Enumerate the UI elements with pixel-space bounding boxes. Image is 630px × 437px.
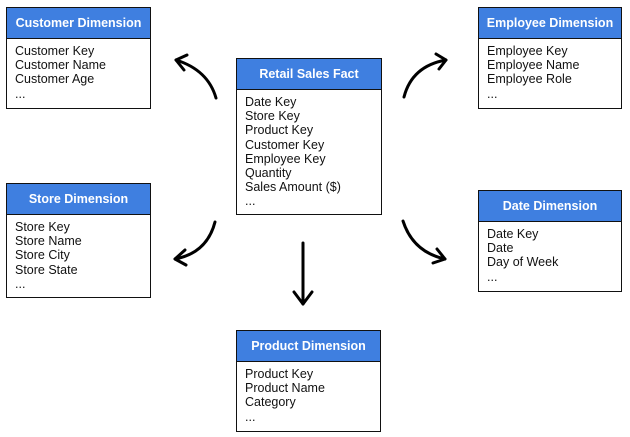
product-dimension-title: Product Dimension [237, 331, 380, 362]
store-field: Store State [15, 262, 78, 277]
product-field: ... [245, 409, 256, 424]
date-field: ... [487, 269, 498, 284]
date-field: Day of Week [487, 255, 559, 270]
product-dimension-table: Product Dimension Product Key Product Na… [236, 330, 381, 432]
arrow-to-employee [402, 52, 448, 99]
fact-field: Date Key [245, 95, 297, 109]
date-field: Date Key [487, 227, 539, 241]
store-field: Store Key [15, 220, 70, 234]
arrow-to-date [401, 219, 447, 265]
product-field: Product Key [245, 367, 314, 381]
retail-sales-fact-table: Retail Sales Fact Date Key Store Key Pro… [236, 58, 382, 215]
store-field: Store Name [15, 234, 82, 249]
employee-field: Employee Key [487, 44, 568, 58]
arrow-to-customer [174, 53, 218, 100]
arrow-to-store [173, 220, 217, 267]
employee-field: ... [487, 86, 498, 101]
fact-field: Store Key [245, 109, 300, 124]
store-field: ... [15, 276, 26, 291]
fact-field: Sales Amount ($) [245, 180, 341, 195]
customer-field: ... [15, 86, 26, 101]
store-field: Store City [15, 248, 70, 263]
retail-sales-fact-title: Retail Sales Fact [237, 59, 381, 90]
date-dimension-table: Date Dimension Date Key Date Day of Week… [478, 190, 622, 292]
fact-field: Employee Key [245, 151, 326, 166]
employee-field: Employee Name [487, 58, 580, 73]
employee-dimension-title: Employee Dimension [479, 8, 621, 39]
date-dimension-title: Date Dimension [479, 191, 621, 222]
fact-field: Product Key [245, 123, 314, 138]
store-dimension-table: Store Dimension Store Key Store Name Sto… [6, 183, 151, 298]
arrow-to-product [292, 241, 314, 306]
customer-field: Customer Name [15, 58, 106, 73]
employee-dimension-table: Employee Dimension Employee Key Employee… [478, 7, 622, 109]
fact-field: ... [245, 194, 256, 209]
store-dimension-title: Store Dimension [7, 184, 150, 215]
customer-field: Customer Age [15, 72, 95, 87]
date-field: Date [487, 241, 514, 256]
fact-field: Quantity [245, 166, 292, 181]
product-field: Product Name [245, 381, 325, 396]
employee-field: Employee Role [487, 72, 572, 87]
fact-field: Customer Key [245, 137, 325, 152]
product-field: Category [245, 395, 296, 410]
customer-dimension-table: Customer Dimension Customer Key Customer… [6, 7, 151, 109]
customer-field: Customer Key [15, 44, 95, 58]
customer-dimension-title: Customer Dimension [7, 8, 150, 39]
